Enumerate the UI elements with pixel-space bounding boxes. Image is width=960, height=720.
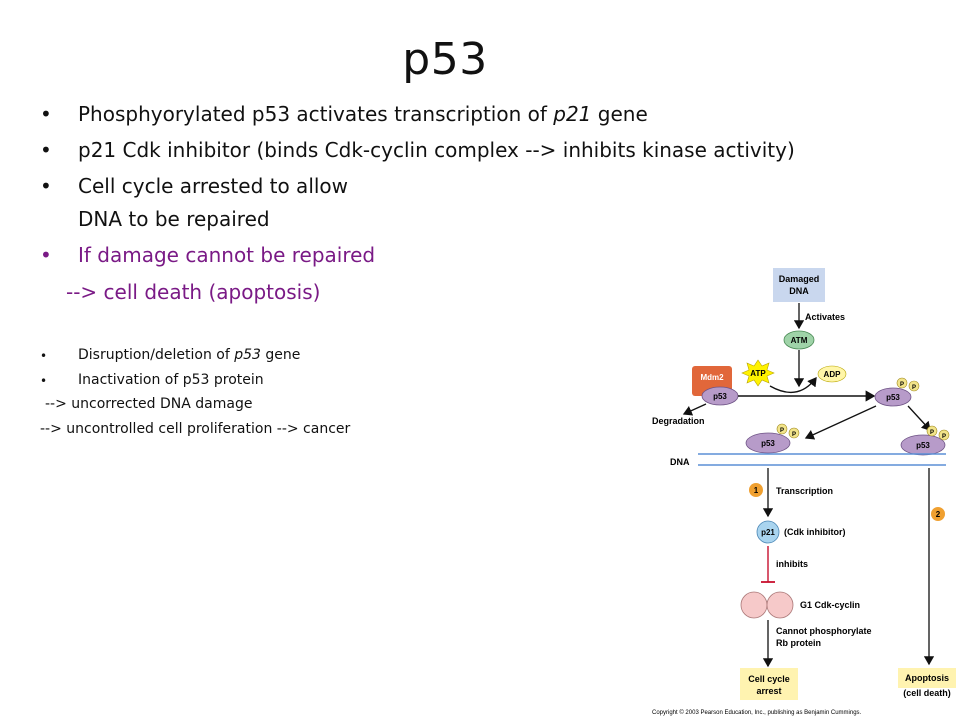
step-2-marker — [931, 507, 945, 521]
transcription-label: Transcription — [776, 486, 833, 496]
phosphate-label: P — [780, 428, 784, 434]
g1-cdk-cyclin-label: G1 Cdk-cyclin — [800, 600, 860, 610]
pathway-svg: Damaged DNA Activates ATM Mdm2 p53 ATP A… — [652, 268, 956, 716]
bullet-dot: • — [40, 243, 52, 267]
apoptosis-box — [898, 668, 956, 688]
step-1-marker — [749, 483, 763, 497]
phosphate-label: P — [930, 430, 934, 436]
arrow-to-dna-left — [804, 405, 877, 440]
p53-dna-right-node — [900, 434, 946, 456]
step-2-label: 2 — [936, 510, 941, 519]
small-line-1: --> uncorrected DNA damage — [45, 396, 253, 412]
phosphate-label: P — [912, 385, 916, 391]
rb-protein-label: Rb protein — [776, 638, 821, 648]
bullet-dot: • — [40, 138, 52, 162]
degradation-label: Degradation — [652, 416, 705, 426]
arrow-atp-adp — [769, 376, 817, 394]
copyright-notice: Copyright © 2003 Pearson Education, Inc.… — [652, 709, 862, 716]
cell-cycle-arrest-box — [740, 668, 798, 700]
p53-phospho-node — [874, 387, 912, 407]
apoptosis-label: Apoptosis — [905, 673, 949, 683]
cell-cycle-label: Cell cycle — [748, 674, 790, 684]
bullet-3-continuation: DNA to be repaired — [78, 207, 270, 231]
cyclin-node — [766, 591, 794, 619]
phosphate-node — [896, 377, 908, 389]
phosphate-node — [776, 423, 788, 435]
bullet-dot: • — [40, 349, 48, 363]
dna-label: DNA — [670, 457, 690, 467]
phosphate-node — [788, 427, 800, 439]
adp-label: ADP — [824, 370, 842, 379]
p53-label: p53 — [713, 392, 727, 401]
inhibits-label: inhibits — [776, 559, 808, 569]
adp-node — [817, 365, 847, 383]
damaged-dna-label-2: DNA — [789, 286, 809, 296]
damaged-dna-label: Damaged — [779, 274, 820, 284]
p53-label: p53 — [916, 441, 930, 450]
phosphate-node — [938, 429, 950, 441]
atm-node — [783, 330, 815, 350]
slide-title: p53 — [402, 34, 488, 85]
phosphate-node — [908, 380, 920, 392]
phosphate-label: P — [900, 382, 904, 388]
p53-dna-left-node — [745, 432, 791, 454]
small-line-2: --> uncontrolled cell proliferation --> … — [40, 421, 351, 437]
bullet-dot: • — [40, 102, 52, 126]
p21-node — [756, 520, 780, 544]
mdm2-label: Mdm2 — [700, 373, 724, 382]
cell-death-label: (cell death) — [903, 688, 951, 698]
phosphate-node — [926, 425, 938, 437]
bullet-4-continuation: --> cell death (apoptosis) — [66, 280, 321, 304]
arrow-to-dna-right — [907, 405, 931, 431]
atp-label: ATP — [750, 369, 766, 378]
bullet-dot: • — [40, 374, 48, 388]
cannot-phosphorylate-label: Cannot phosphorylate — [776, 626, 872, 636]
cdk-node — [740, 591, 768, 619]
phosphate-label: P — [792, 432, 796, 438]
cdk-inhibitor-label: (Cdk inhibitor) — [784, 527, 846, 537]
p53-label: p53 — [761, 439, 775, 448]
arrow-degradation — [682, 403, 707, 416]
arrest-label: arrest — [756, 686, 781, 696]
phosphate-label: P — [942, 434, 946, 440]
atp-star — [741, 359, 775, 387]
atm-label: ATM — [791, 336, 808, 345]
activates-label: Activates — [805, 312, 845, 322]
p53-label: p53 — [886, 393, 900, 402]
p53-pathway-diagram: Damaged DNA Activates ATM Mdm2 p53 ATP A… — [640, 262, 960, 720]
p21-label: p21 — [761, 528, 775, 537]
step-1-label: 1 — [754, 486, 759, 495]
damaged-dna-box — [773, 268, 825, 302]
bullet-dot: • — [40, 174, 52, 198]
